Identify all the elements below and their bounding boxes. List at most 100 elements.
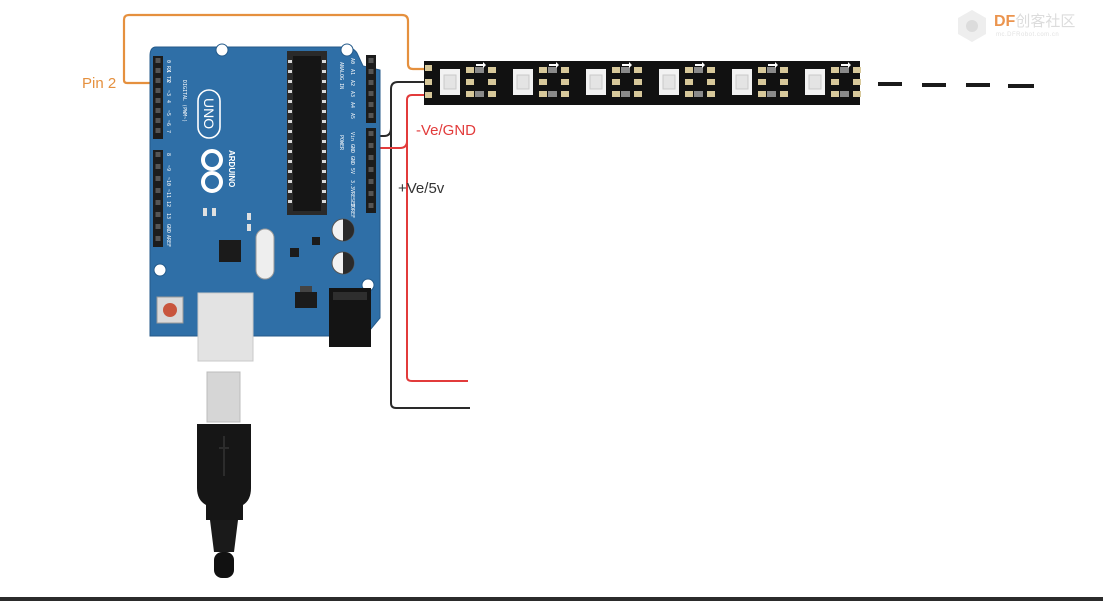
pin-label: 3.3V [349,180,355,192]
power-label: +Ve/5v [398,180,445,197]
atmega-pins [288,60,326,203]
analog-header-label: ANALOG IN [338,62,344,89]
led-solder-pads [685,67,715,97]
reset-button [156,296,184,324]
hexagon-logo-icon [958,10,986,42]
analog-header [366,55,376,123]
data-direction-arrow-icon [695,62,705,68]
strip-pad [425,79,432,85]
arduino-infinity-logo [201,149,223,193]
pin-label: 7 [165,130,171,133]
usb-strain-relief [210,520,238,552]
pin-label: ~5 [165,110,171,116]
pin-label: 12 [165,201,171,207]
data-direction-arrow-icon [622,62,632,68]
usb-chip [219,240,241,262]
mount-hole [340,43,354,57]
pin-label: GND [349,144,355,153]
pin-label: AREF [165,235,171,247]
pin-label: A2 [349,80,355,86]
strip-pad [425,92,432,98]
pin-label: A4 [349,102,355,108]
board-5v-wire [366,140,408,149]
status-led [247,213,251,220]
status-led [212,208,216,216]
data-direction-arrow-icon [768,62,778,68]
small-chip [312,237,320,245]
digital-header-pins [155,58,161,241]
watermark-brand: DF创客社区 [994,13,1076,30]
usb-cord [214,552,234,578]
led-pixel [659,69,679,95]
voltage-regulator-tab [300,286,312,292]
arduino-brand-text: ARDUINO [227,150,236,187]
atmega-chip [293,56,321,211]
mount-hole [215,43,229,57]
pin2-label: Pin 2 [82,75,116,92]
pin-label: 4 [165,100,171,103]
dfrobot-watermark: DF创客社区 mc.DFRobot.com.cn [952,6,1092,46]
digital-header-bottom [153,150,163,247]
led-pixel [513,69,533,95]
pin-label: A0 [349,58,355,64]
data-direction-arrow-icon [841,62,851,68]
led-pixel [805,69,825,95]
strip-pad [425,65,432,71]
svg-text:UNO: UNO [201,98,217,129]
arduino-uno-board: 0 RX 1 TX 2 ~3 4 ~5 ~6 7 8 ~9 ~10 ~11 12… [149,43,381,347]
status-led [247,224,251,231]
data-direction-arrow-icon [476,62,486,68]
watermark-subtitle: mc.DFRobot.com.cn [996,32,1060,38]
uno-logo: UNO [197,89,221,139]
pin-label: A3 [349,91,355,97]
strip-continuation-dashes [878,82,1034,88]
bottom-divider [0,597,1103,601]
pin-label: 1 TX [165,70,171,82]
pin-label: ~10 [165,177,171,186]
power-wire [406,94,468,382]
pin-label: 8 [165,153,171,156]
pin-label: 13 [165,213,171,219]
led-pixel [586,69,606,95]
led-strip-pixels [440,62,861,97]
board-gnd-wire [366,127,392,137]
data-direction-arrow-icon [549,62,559,68]
led-solder-pads [831,67,861,97]
pin-label: RESET [349,192,355,207]
led-solder-pads [612,67,642,97]
pin-label: ~6 [165,120,171,126]
led-pixel [440,69,460,95]
ground-wire [390,81,470,409]
pin-label: 2 [165,80,171,83]
digital-header-top [153,56,163,139]
pin-label: A1 [349,69,355,75]
data-wire-pin2 [122,13,430,85]
pin-label: ~9 [165,165,171,171]
pin-label: 5V [349,168,355,174]
pin-label: GND [349,156,355,165]
pin-label: Vin [349,132,355,141]
ground-label: -Ve/GND [416,122,476,139]
pin-label: ~3 [165,90,171,96]
capacitor [331,251,355,275]
usb-b-port [197,292,254,362]
usb-b-plug [206,371,241,423]
power-header-label: POWER [338,135,344,151]
pin-label: A5 [349,113,355,119]
pin-label: 0 RX [165,60,171,72]
digital-header-label: DIGITAL (PWM~) [181,80,187,122]
pin-label: IOREF [349,203,355,218]
led-solder-pads [466,67,496,97]
led-solder-pads [539,67,569,97]
led-solder-pads [758,67,788,97]
capacitor [331,218,355,242]
usb-cable [197,292,254,578]
pin-label: GND [165,224,171,233]
voltage-regulator [295,292,317,308]
crystal-oscillator [255,228,275,280]
pin-label: ~11 [165,189,171,198]
status-led [203,208,207,216]
mount-hole [153,263,167,277]
